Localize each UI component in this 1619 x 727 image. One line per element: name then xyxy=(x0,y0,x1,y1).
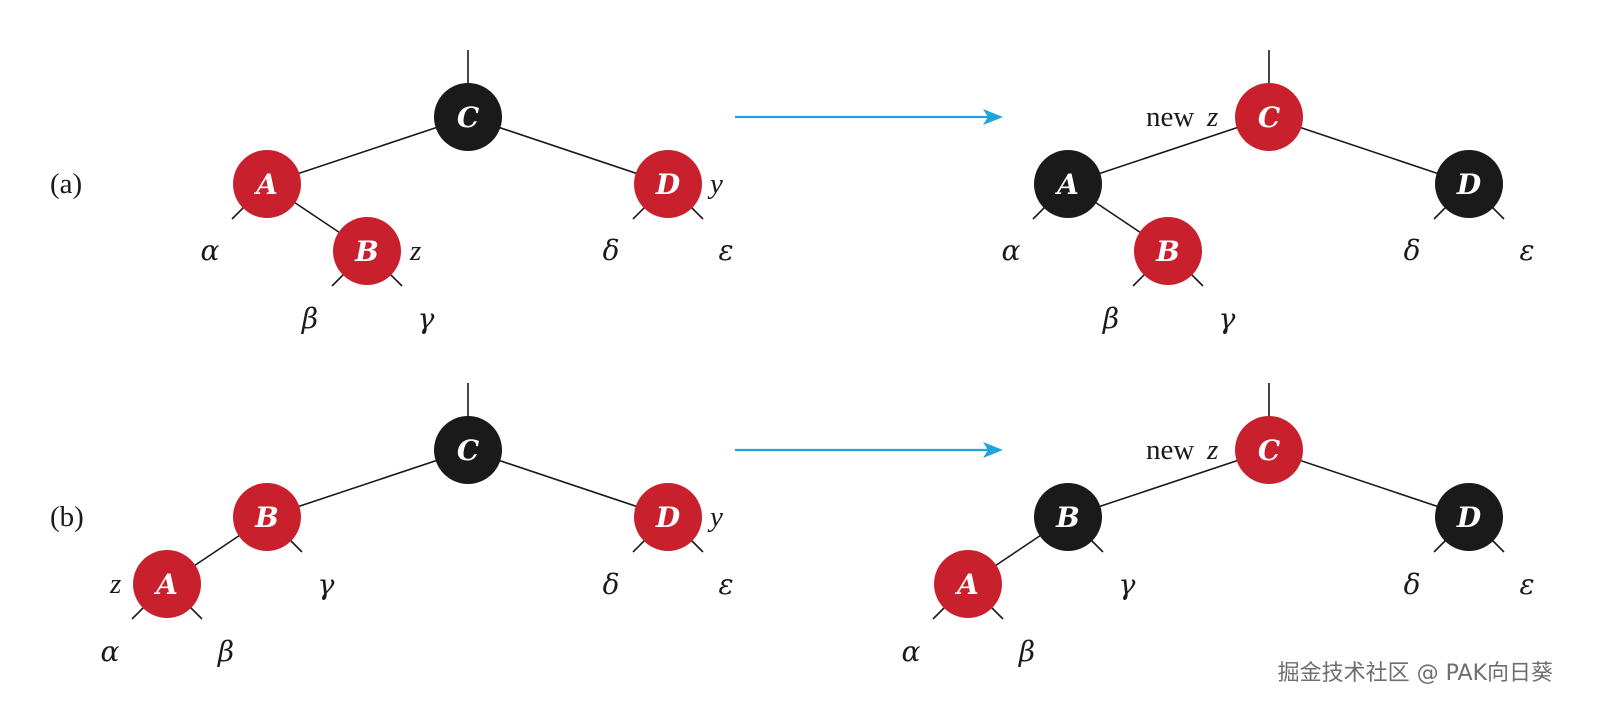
case-b-after-node-a: A xyxy=(934,550,1002,618)
node-label: A xyxy=(253,168,278,201)
node-label: C xyxy=(457,434,480,467)
case-b-after-tree: C B A D α β γ δ ε new z xyxy=(902,383,1535,668)
case-b-after-node-c: C xyxy=(1235,416,1303,484)
subtree-gamma: γ xyxy=(1119,568,1136,601)
case-a-before-node-d: D xyxy=(634,150,702,218)
case-b-before-tree: C B A D α β γ δ ε z y xyxy=(101,383,734,668)
subtree-epsilon: ε xyxy=(718,234,733,267)
var-z-label: z xyxy=(109,568,121,600)
new-label: new xyxy=(1146,434,1194,466)
subtree-gamma: γ xyxy=(418,302,435,335)
case-a-after-node-b: B xyxy=(1134,217,1202,285)
node-label: A xyxy=(954,568,979,601)
subtree-epsilon: ε xyxy=(1519,568,1534,601)
node-label: D xyxy=(1456,168,1482,201)
var-y-label: y xyxy=(707,501,723,533)
watermark-text: 掘金技术社区 @ PAK向日葵 xyxy=(1277,661,1553,686)
case-b-label: (b) xyxy=(50,501,84,533)
node-label: A xyxy=(153,568,178,601)
case-a-label: (a) xyxy=(50,168,82,200)
case-b-before-node-a: A xyxy=(133,550,201,618)
case-a-after-tree: C A B D α β γ δ ε new z xyxy=(1002,50,1535,335)
case-a-before-node-c: C xyxy=(434,83,502,151)
case-b-arrow xyxy=(735,442,1003,458)
case-b-before-node-b: B xyxy=(233,483,301,551)
node-label: D xyxy=(1456,501,1482,534)
subtree-beta: β xyxy=(1018,635,1035,668)
subtree-gamma: γ xyxy=(1219,302,1236,335)
node-label: D xyxy=(655,501,681,534)
subtree-delta: δ xyxy=(1404,234,1421,267)
case-b-before-node-d: D xyxy=(634,483,702,551)
node-label: B xyxy=(1055,501,1080,534)
case-a-after-node-a: A xyxy=(1034,150,1102,218)
node-label: B xyxy=(354,235,379,268)
node-label: D xyxy=(655,168,681,201)
subtree-epsilon: ε xyxy=(718,568,733,601)
node-label: C xyxy=(1258,434,1281,467)
subtree-alpha: α xyxy=(1002,234,1021,267)
node-label: A xyxy=(1054,168,1079,201)
subtree-epsilon: ε xyxy=(1519,234,1534,267)
var-z-label: z xyxy=(409,235,421,267)
subtree-alpha: α xyxy=(902,635,921,668)
var-y-label: y xyxy=(707,168,723,200)
case-b-before-node-c: C xyxy=(434,416,502,484)
case-a-before-node-b: B xyxy=(333,217,401,285)
subtree-alpha: α xyxy=(201,234,220,267)
subtree-alpha: α xyxy=(101,635,120,668)
subtree-beta: β xyxy=(301,302,318,335)
case-b-after-node-d: D xyxy=(1435,483,1503,551)
var-z-label: z xyxy=(1206,434,1218,466)
node-label: B xyxy=(254,501,279,534)
node-label: C xyxy=(1258,101,1281,134)
subtree-delta: δ xyxy=(1404,568,1421,601)
case-a-before-tree: C A B D α β γ δ ε z y xyxy=(201,50,734,335)
subtree-gamma: γ xyxy=(318,568,335,601)
case-a-before-node-a: A xyxy=(233,150,301,218)
subtree-beta: β xyxy=(217,635,234,668)
subtree-delta: δ xyxy=(603,234,620,267)
new-label: new xyxy=(1146,101,1194,133)
subtree-beta: β xyxy=(1102,302,1119,335)
case-b-after-node-b: B xyxy=(1034,483,1102,551)
var-z-label: z xyxy=(1206,101,1218,133)
node-label: B xyxy=(1155,235,1180,268)
node-label: C xyxy=(457,101,480,134)
case-a-arrow xyxy=(735,109,1003,125)
case-a-after-node-d: D xyxy=(1435,150,1503,218)
case-a-after-node-c: C xyxy=(1235,83,1303,151)
subtree-delta: δ xyxy=(603,568,620,601)
